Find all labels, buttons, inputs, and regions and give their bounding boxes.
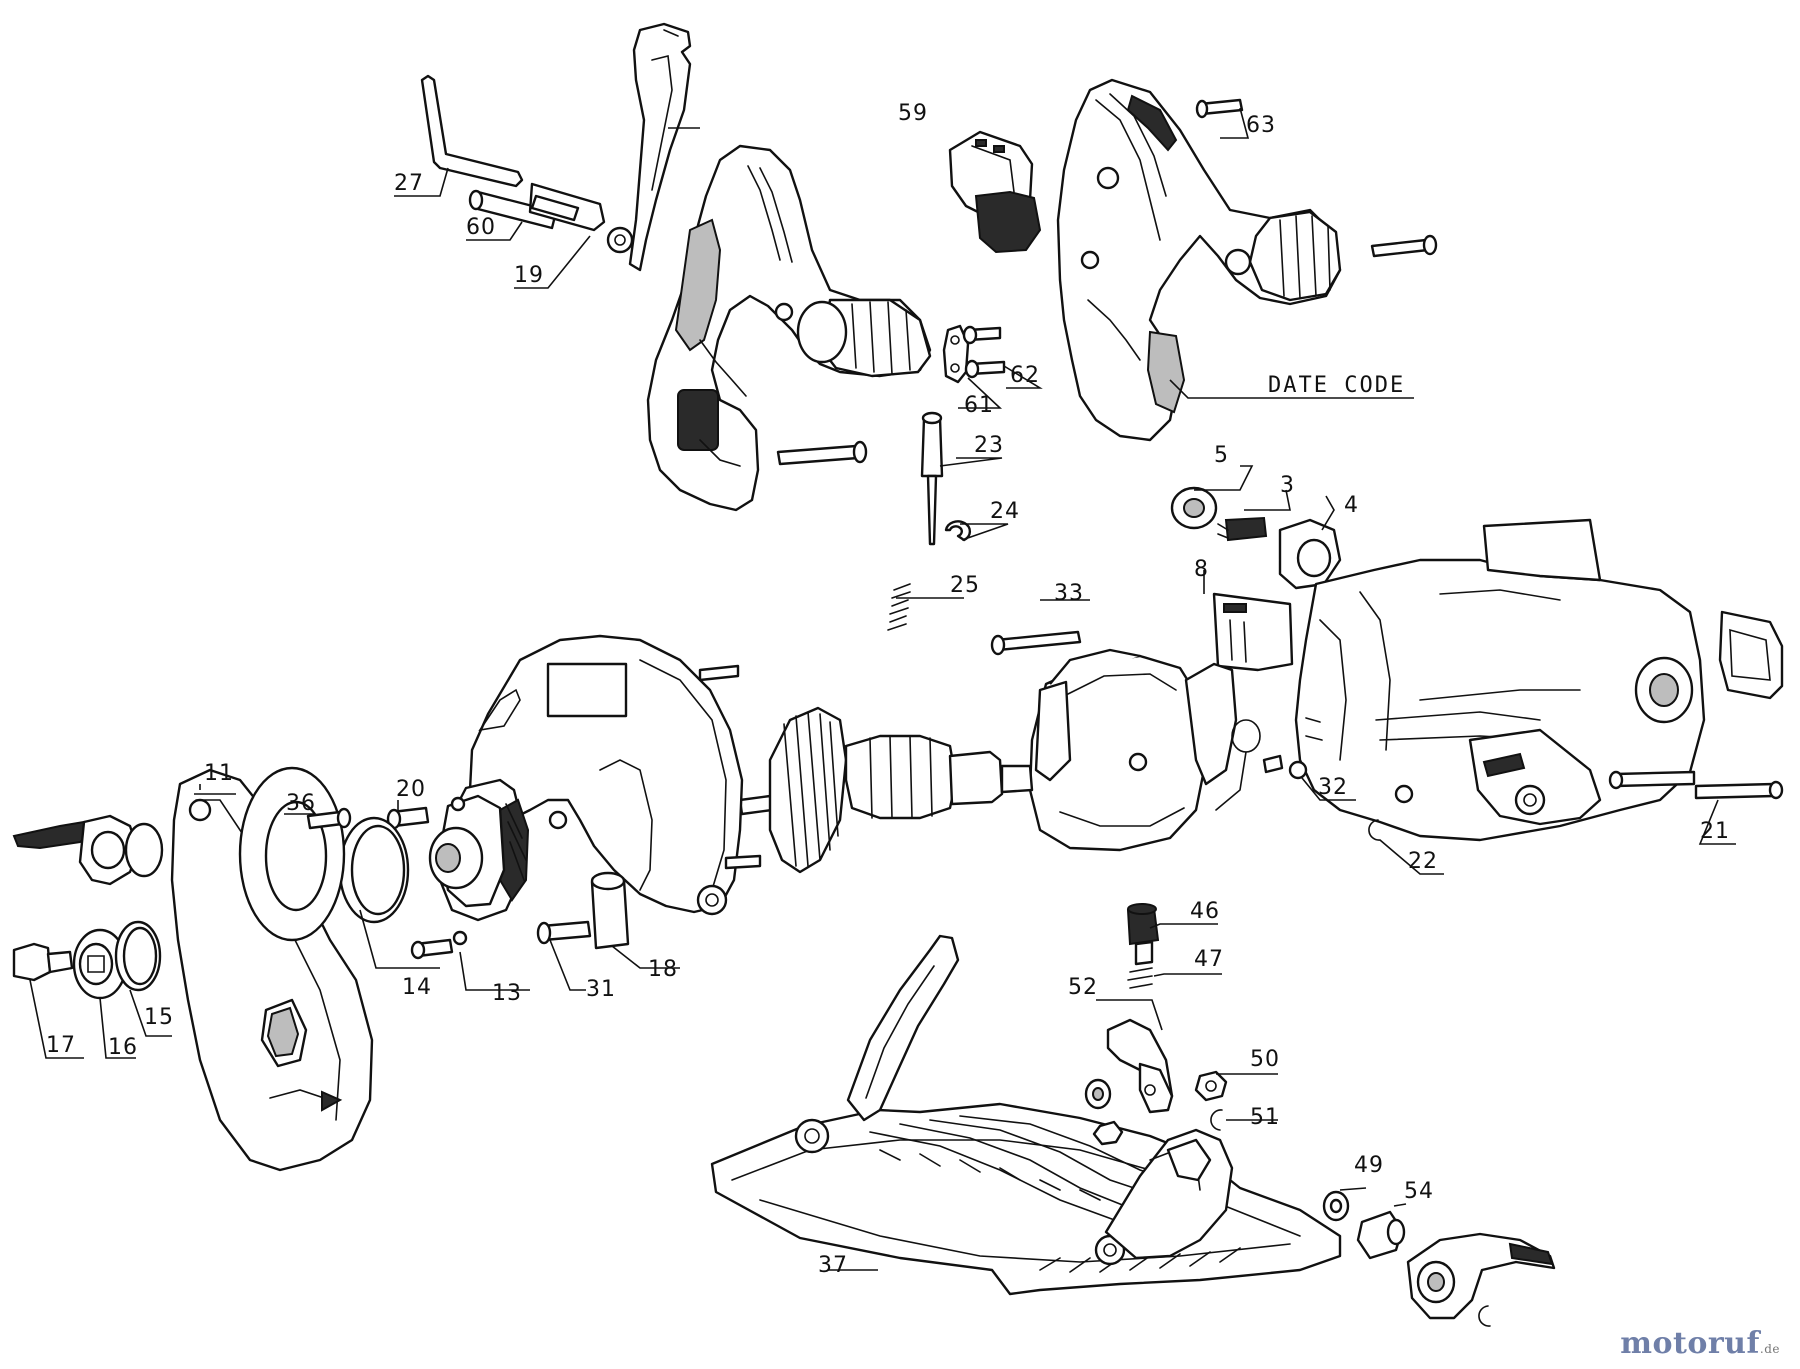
callout-60: 60 xyxy=(466,215,496,240)
spring-part-25 xyxy=(887,583,911,631)
screw-part-33 xyxy=(990,630,1082,656)
inner-washer-part-15 xyxy=(114,920,162,992)
outer-washer-part-16 xyxy=(72,928,128,1000)
callout-37: 37 xyxy=(818,1253,848,1278)
callout-25: 25 xyxy=(950,573,980,598)
bevel-quadrant-arm xyxy=(846,934,960,1122)
screw-part-36 xyxy=(306,807,352,830)
date-code-label: DATE CODE xyxy=(1268,373,1405,398)
callout-32: 32 xyxy=(1318,775,1348,800)
callout-labels: 27 60 19 59 63 62 61 23 24 25 33 5 3 4 8… xyxy=(46,101,1730,1278)
callout-20: 20 xyxy=(396,777,426,802)
callout-13: 13 xyxy=(492,981,522,1006)
screw-part-handle-right xyxy=(1370,234,1438,258)
callout-8: 8 xyxy=(1194,557,1209,582)
callout-47: 47 xyxy=(1194,947,1224,972)
gear-case-part-13 xyxy=(428,778,530,946)
callout-24: 24 xyxy=(990,499,1020,524)
motor-housing xyxy=(1294,518,1706,842)
spacer-part-18 xyxy=(590,871,630,950)
nut-part-50 xyxy=(1194,1070,1228,1102)
callout-54: 54 xyxy=(1404,1179,1434,1204)
callout-36: 36 xyxy=(286,791,316,816)
watermark-tld: .de xyxy=(1759,1342,1780,1356)
depth-knob-part-46 xyxy=(1126,903,1160,966)
callout-63: 63 xyxy=(1246,113,1276,138)
end-cap-clip xyxy=(1718,610,1784,700)
watermark-logo: motoruf.de xyxy=(1620,1326,1780,1361)
brush-cap-part-5 xyxy=(1170,486,1218,530)
clip-part-22 xyxy=(1368,819,1381,841)
bolt-part-17 xyxy=(12,942,74,982)
callout-18: 18 xyxy=(648,957,678,982)
guard-lever xyxy=(12,814,164,886)
switch-part-59 xyxy=(948,130,1042,254)
callout-22: 22 xyxy=(1408,849,1438,874)
baffle-part-8 xyxy=(1212,592,1294,672)
callout-23: 23 xyxy=(974,433,1004,458)
callout-52: 52 xyxy=(1068,975,1098,1000)
stud-nut xyxy=(1092,1120,1124,1146)
watermark-brand: motoruf xyxy=(1620,1326,1760,1361)
spring-part-47 xyxy=(1127,967,1153,989)
callout-61: 61 xyxy=(964,393,994,418)
upper-blade-guard xyxy=(468,634,762,916)
callout-17: 17 xyxy=(46,1033,76,1058)
callout-59: 59 xyxy=(898,101,928,126)
screw-part-63 xyxy=(1195,98,1244,119)
main-handle-housing xyxy=(646,144,932,512)
pin-part-31 xyxy=(536,920,592,945)
locator-pin xyxy=(1262,754,1284,774)
callout-46: 46 xyxy=(1190,899,1220,924)
washer-left xyxy=(1084,1078,1112,1110)
lock-plate-part-52 xyxy=(1106,1018,1174,1114)
brush-holder-part-4 xyxy=(1278,518,1342,590)
hex-key-part-27 xyxy=(420,74,524,188)
screw-part-32 xyxy=(1288,760,1308,780)
screws-part-62 xyxy=(962,325,1006,379)
callout-3: 3 xyxy=(1280,473,1295,498)
callout-21: 21 xyxy=(1700,819,1730,844)
callout-16: 16 xyxy=(108,1035,138,1060)
e-clip-part-51 xyxy=(1210,1109,1223,1131)
leader-lines xyxy=(29,107,1736,1271)
callout-5: 5 xyxy=(1214,443,1229,468)
bearing-ring-part-14 xyxy=(338,816,410,924)
callout-33: 33 xyxy=(1054,581,1084,606)
carbon-brush-part-3 xyxy=(1217,516,1268,542)
callout-49: 49 xyxy=(1354,1153,1384,1178)
plunger-part-23 xyxy=(920,411,944,546)
screws-part-20 xyxy=(386,806,454,960)
clamp-part-61 xyxy=(942,324,970,384)
right-handle-housing xyxy=(1056,78,1342,442)
callout-51: 51 xyxy=(1250,1105,1280,1130)
callout-31: 31 xyxy=(586,977,616,1002)
callout-62: 62 xyxy=(1010,363,1040,388)
washer-part-49 xyxy=(1322,1190,1350,1222)
callout-15: 15 xyxy=(144,1005,174,1030)
callout-11: 11 xyxy=(204,761,234,786)
callout-19: 19 xyxy=(514,263,544,288)
callout-27: 27 xyxy=(394,171,424,196)
bevel-lock-lever xyxy=(1406,1232,1556,1320)
screw-part-handle-left xyxy=(776,440,868,466)
armature xyxy=(738,706,1034,874)
spacer-part-54 xyxy=(1356,1210,1406,1260)
callout-4: 4 xyxy=(1344,493,1359,518)
field-stator xyxy=(1028,648,1261,852)
e-clip-bottom xyxy=(1478,1305,1491,1327)
lever-shaft-part-19 xyxy=(528,182,634,254)
callout-50: 50 xyxy=(1250,1047,1280,1072)
screws-part-21 xyxy=(1608,770,1784,800)
shoe-base-part-37 xyxy=(710,1102,1342,1296)
depth-lever-bracket xyxy=(628,22,692,272)
lower-blade-guard-part-11 xyxy=(170,768,374,1172)
callout-14: 14 xyxy=(402,975,432,1000)
